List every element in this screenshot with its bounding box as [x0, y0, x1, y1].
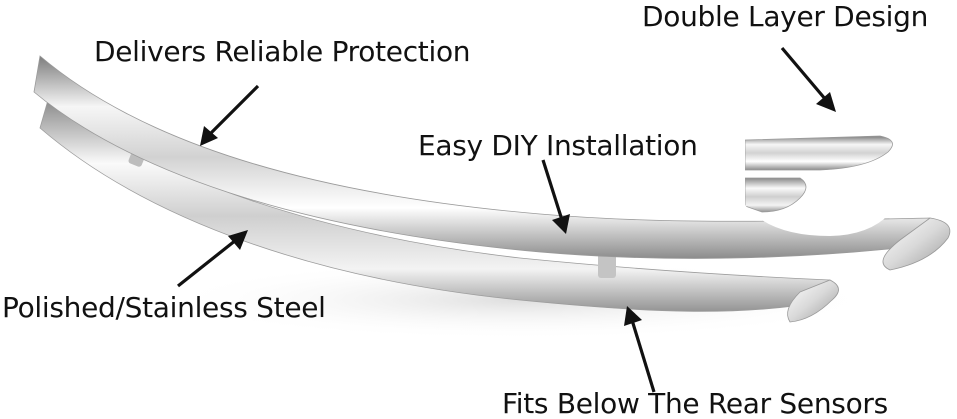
callout-double-layer-design: Double Layer Design [642, 0, 929, 33]
callout-arrows [177, 46, 836, 393]
callout-reliable-protection: Delivers Reliable Protection [94, 35, 471, 68]
callout-fits-below-sensors: Fits Below The Rear Sensors [502, 387, 888, 419]
connector-bracket [598, 252, 616, 278]
upper-tube [33, 55, 951, 271]
callout-polished-stainless-steel: Polished/Stainless Steel [2, 291, 326, 324]
double-layer-inset [745, 120, 900, 236]
lower-tube-end-cap [787, 279, 839, 323]
callout-easy-diy-installation: Easy DIY Installation [418, 129, 698, 162]
upper-tube-end-cap [882, 217, 951, 271]
lower-tube [39, 99, 839, 323]
